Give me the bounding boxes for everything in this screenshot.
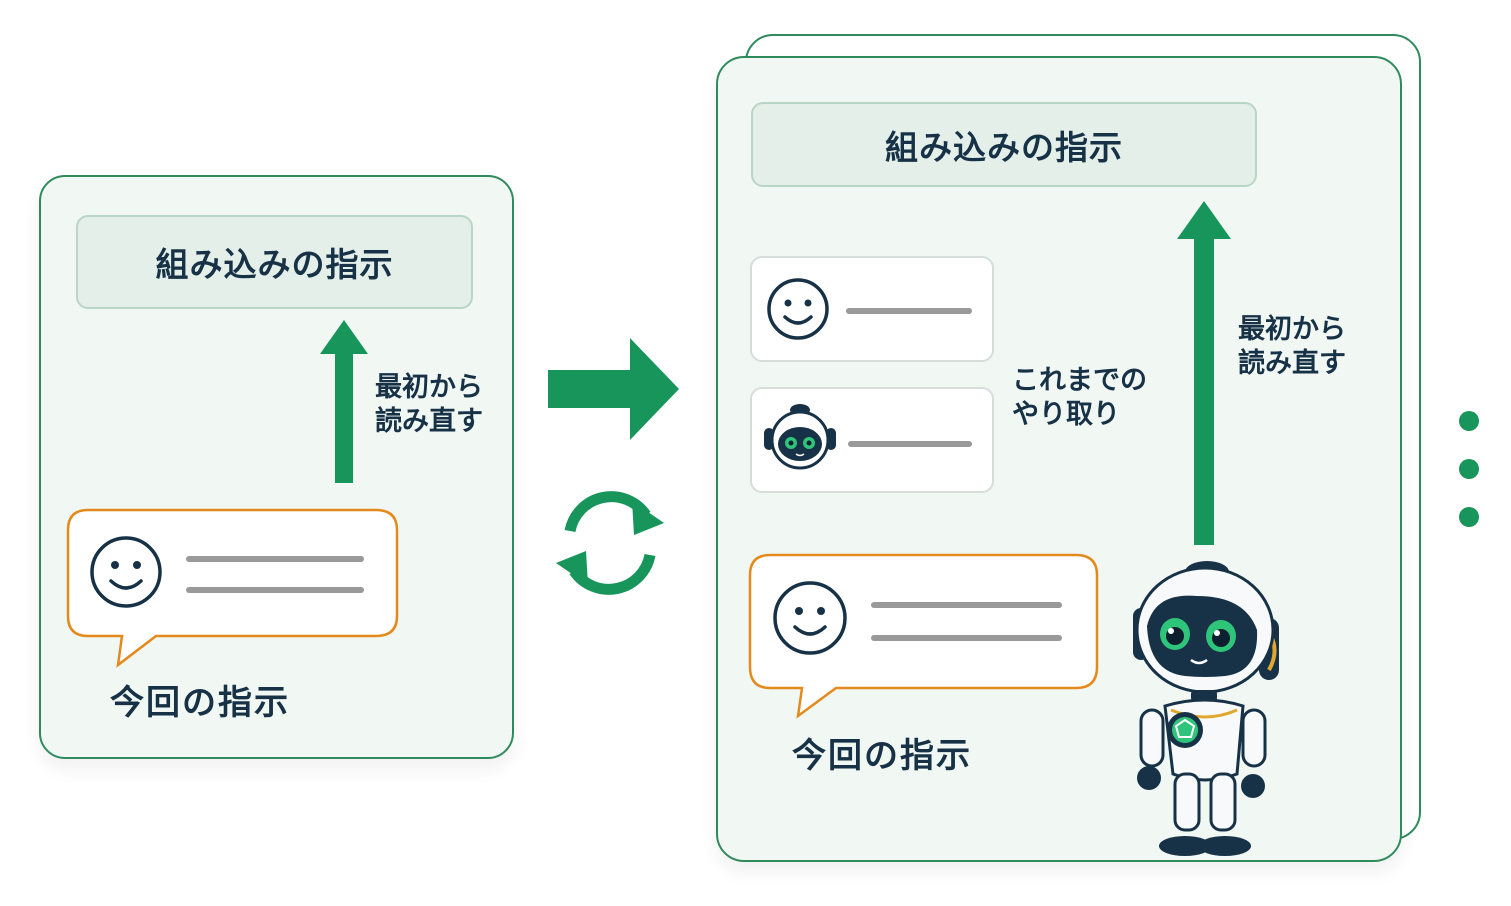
right-reread-up-arrow-icon: [1177, 201, 1231, 545]
smiley-face-icon: [90, 536, 162, 608]
text-placeholder-line: [186, 556, 364, 562]
left-reread-label-line2: 読み直す: [375, 406, 483, 437]
robot-head-icon: [764, 404, 836, 470]
refresh-cycle-icon: [556, 491, 664, 595]
right-reread-label-line1: 最初から: [1238, 314, 1346, 345]
smiley-face-icon: [767, 278, 829, 340]
history-label-line2: やり取り: [1012, 399, 1120, 430]
right-builtin-instruction-label: 組み込みの指示: [885, 127, 1123, 167]
left-builtin-instruction-label: 組み込みの指示: [155, 245, 394, 284]
history-label-line1: これまでの: [1012, 365, 1147, 396]
right-builtin-instruction-box: 組み込みの指示: [751, 102, 1257, 187]
smiley-face-icon: [773, 581, 847, 655]
arrow-right-icon: [548, 338, 679, 440]
right-reread-label-line2: 読み直す: [1238, 348, 1346, 379]
right-reread-label: 最初から 読み直す: [1238, 313, 1346, 381]
left-reread-label: 最初から 読み直す: [375, 371, 483, 439]
text-placeholder-line: [848, 441, 972, 447]
ellipsis-dot: [1459, 459, 1479, 479]
history-label: これまでの やり取り: [1012, 364, 1147, 432]
text-placeholder-line: [871, 635, 1062, 641]
text-placeholder-line: [871, 602, 1062, 608]
ellipsis-dot: [1459, 507, 1479, 527]
right-current-instruction-label: 今回の指示: [792, 736, 972, 776]
left-builtin-instruction-box: 組み込みの指示: [76, 215, 473, 309]
ellipsis-dot: [1459, 411, 1479, 431]
left-reread-up-arrow-icon: [320, 320, 368, 483]
left-current-instruction-label: 今回の指示: [110, 683, 290, 723]
text-placeholder-line: [186, 587, 364, 593]
text-placeholder-line: [846, 308, 972, 314]
left-reread-label-line1: 最初から: [375, 372, 483, 403]
robot-mascot-illustration: [1133, 561, 1279, 856]
